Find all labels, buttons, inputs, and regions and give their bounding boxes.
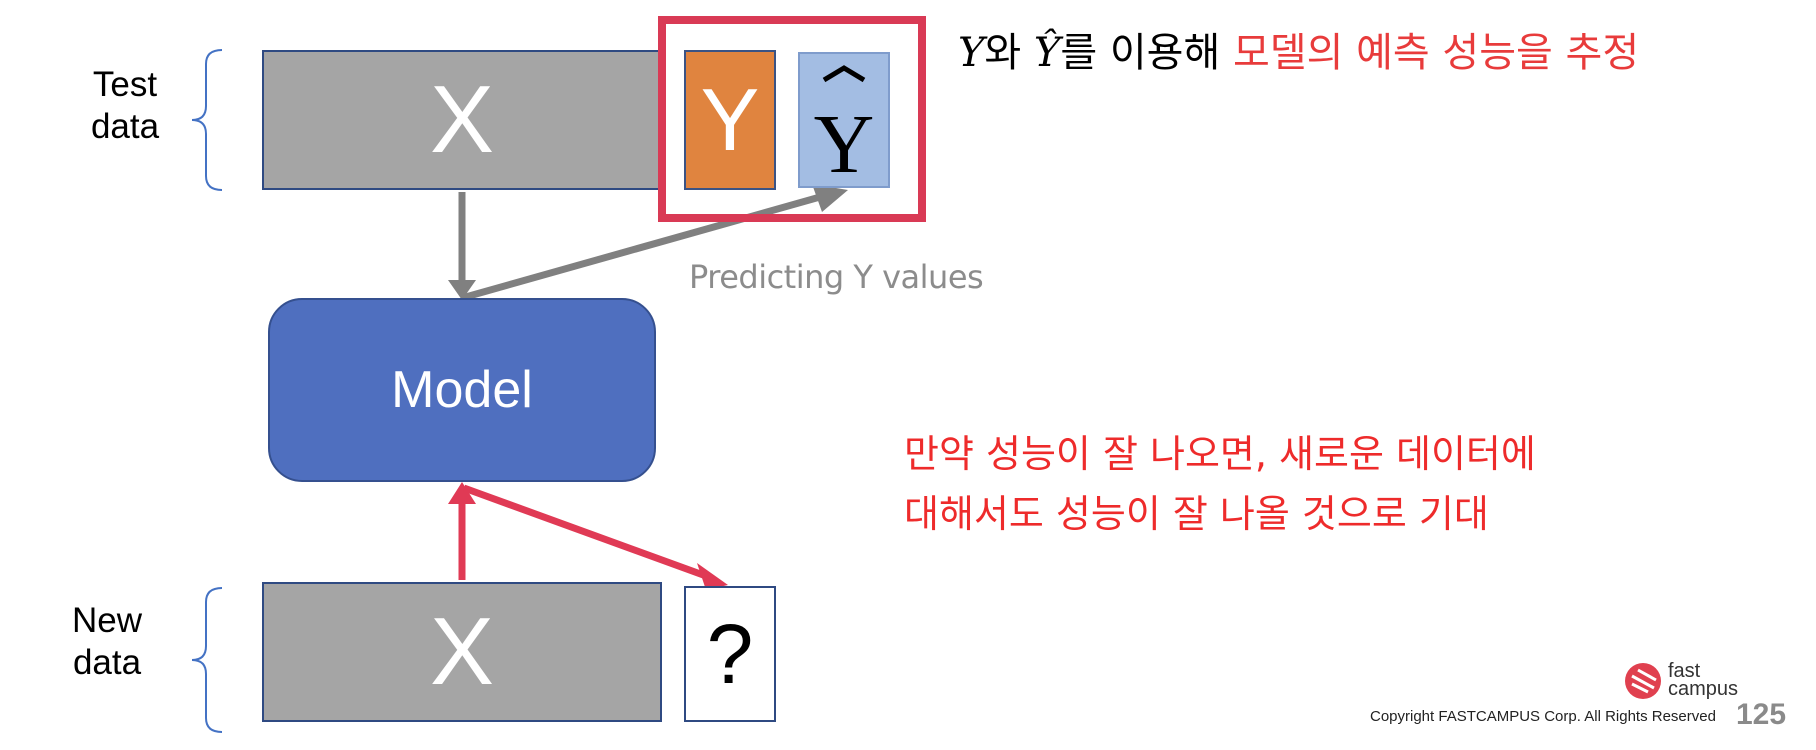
headline-yhat-symbol: Ŷ — [1033, 30, 1061, 76]
new-data-label-line2: data — [72, 643, 142, 682]
yhat-box: Y — [798, 52, 890, 191]
model-to-question-arrowhead — [697, 563, 728, 590]
page-number: 125 — [1736, 698, 1787, 731]
new-data-label: New data — [52, 600, 162, 684]
question-box: ? — [684, 586, 776, 722]
test-data-label: Test data — [70, 64, 180, 148]
model-to-question-arrow — [462, 484, 708, 580]
expectation-note-line1: 만약 성능이 잘 나오면, 새로운 데이터에 — [904, 432, 1536, 476]
test-data-label-line1: Test — [92, 65, 158, 104]
headline-highlight: 모델의 예측 성능을 추정 — [1232, 30, 1640, 76]
new-data-brace — [191, 587, 223, 733]
fastcampus-logo-icon — [1625, 663, 1661, 699]
test-x-box: X — [262, 50, 662, 190]
new-x-box: X — [262, 582, 662, 722]
model-to-yhat-arrowhead — [812, 184, 848, 212]
headline-y-symbol: Y — [958, 30, 985, 76]
y-box: Y — [684, 50, 776, 190]
headline: Y와 Ŷ를 이용해 모델의 예측 성능을 추정 — [958, 20, 1639, 78]
logo-line1: fast — [1668, 660, 1701, 682]
predicting-label: Predicting Y values — [689, 258, 984, 296]
newx-to-model-arrowhead — [448, 482, 476, 504]
model-to-yhat-arrow — [461, 193, 821, 302]
logo-line2: campus — [1668, 678, 1739, 700]
evaluation-frame — [658, 16, 926, 222]
yhat-symbol: Y — [814, 65, 875, 191]
headline-part1: 와 — [984, 30, 1034, 76]
new-data-label-line1: New — [71, 601, 143, 640]
expectation-note-line2: 대해서도 성능이 잘 나올 것으로 기대 — [904, 492, 1489, 536]
yhat-letter: Y — [814, 98, 875, 186]
x-to-model-arrowhead — [448, 280, 476, 300]
fastcampus-logo-text: fast campus — [1668, 660, 1739, 700]
test-data-brace — [191, 49, 223, 191]
model-box: Model — [268, 298, 656, 482]
test-data-label-line2: data — [90, 107, 160, 146]
copyright-text: Copyright FASTCAMPUS Corp. All Rights Re… — [1370, 708, 1716, 725]
headline-part2: 를 이용해 — [1060, 30, 1233, 76]
fastcampus-logo: fast campus — [1624, 660, 1754, 700]
expectation-note: 만약 성능이 잘 나오면, 새로운 데이터에 대해서도 성능이 잘 나올 것으로… — [904, 424, 1536, 544]
